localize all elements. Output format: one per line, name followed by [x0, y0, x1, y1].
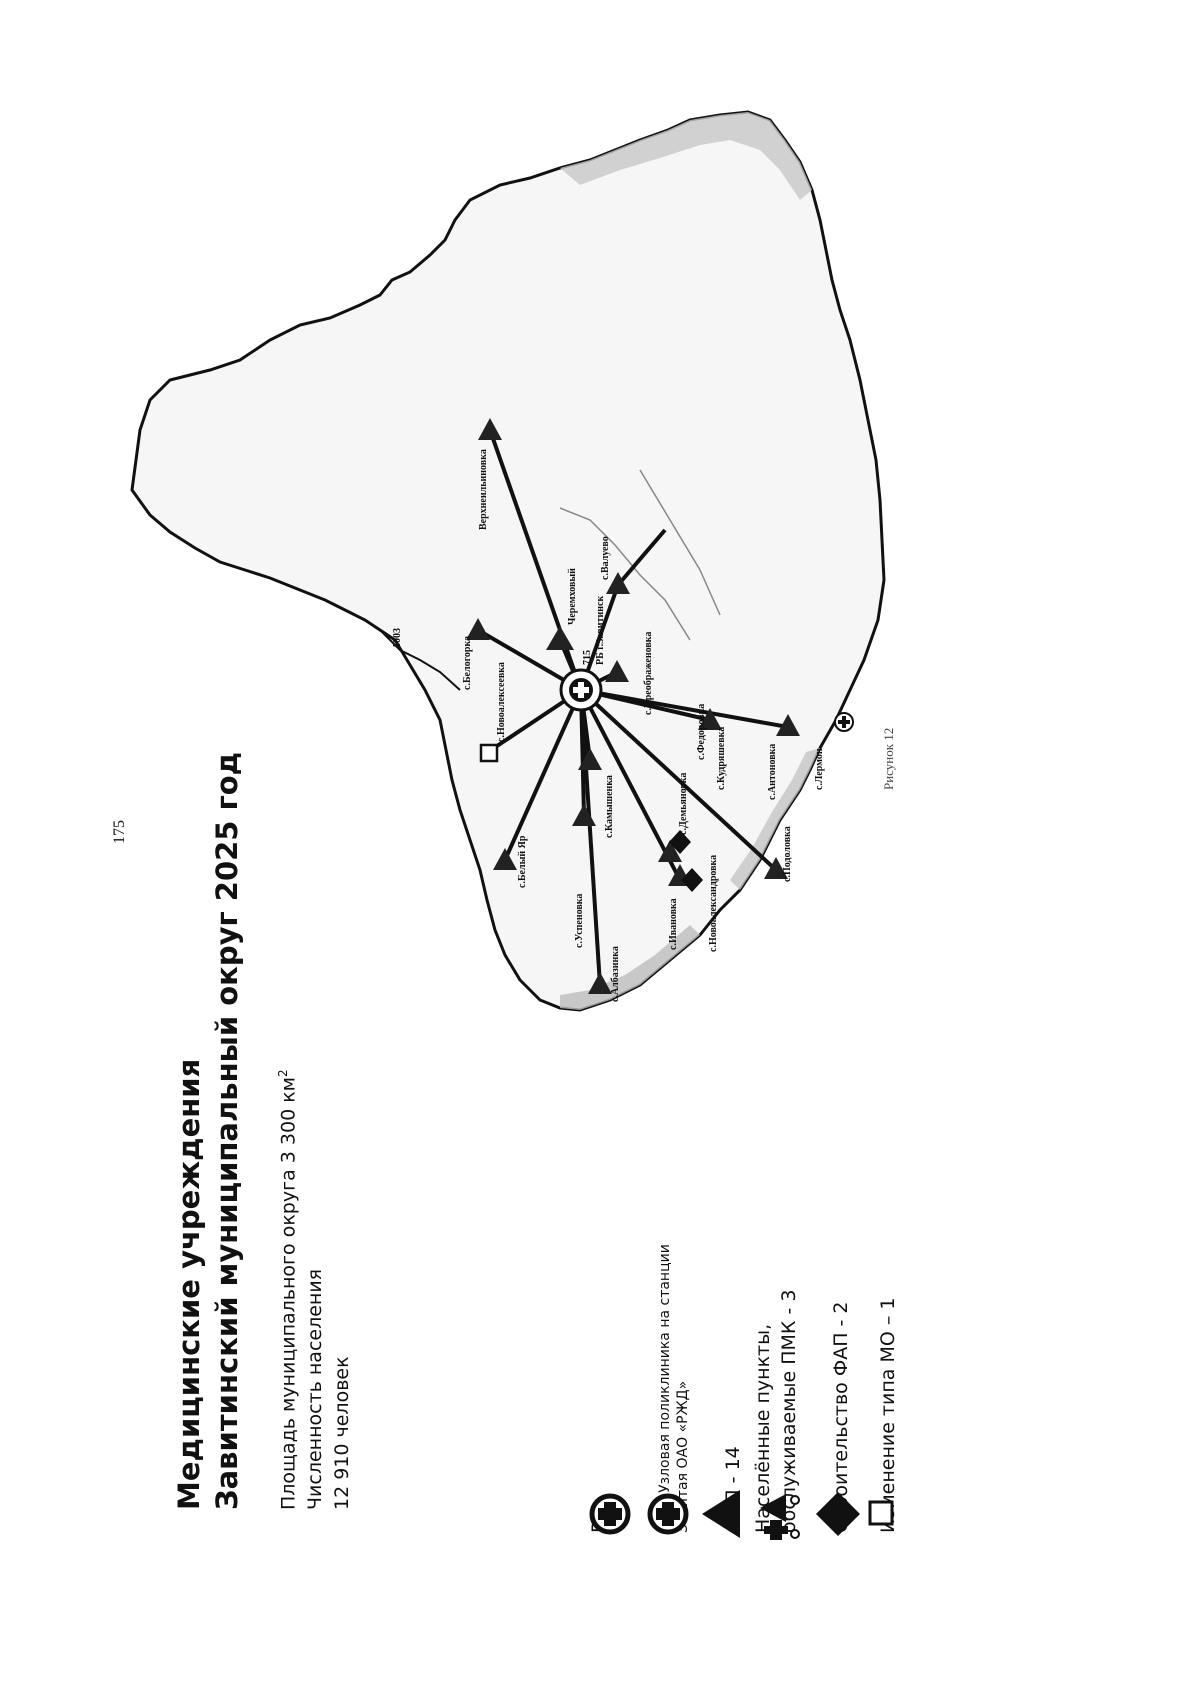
- settlement-label: с.Преображеновка: [643, 632, 654, 715]
- settlement-label: с.Валуево: [600, 536, 611, 580]
- fap-marker: [776, 714, 800, 736]
- diamond-icon: [816, 1492, 860, 1536]
- settlement-label: с.Успеновка: [574, 894, 585, 948]
- district-hospital-marker: [559, 668, 603, 712]
- fap-marker: [658, 840, 682, 862]
- mo-type-change-marker: [479, 743, 499, 763]
- settlement-label: с.Ивановка: [668, 898, 679, 950]
- settlement-label: с.Новоалексеевка: [496, 662, 507, 742]
- figure-caption: Рисунок 12: [881, 728, 896, 790]
- fap-marker: [588, 972, 612, 994]
- fap-marker: [606, 572, 630, 594]
- settlement-labels: с.Новоалексеевка с.Белый Яр с.Успеновка …: [462, 449, 825, 1002]
- fap-marker: [764, 857, 788, 879]
- settlement-label: с.Албазинка: [610, 946, 621, 1002]
- settlement-label: с.Демьяновка: [678, 773, 689, 835]
- construction-marker: [669, 830, 691, 854]
- construction-markers: [669, 830, 703, 892]
- settlement-label: с.Подоловка: [782, 826, 793, 882]
- triangle-icon: [702, 1490, 740, 1538]
- fap-marker: [493, 848, 517, 870]
- square-icon: [868, 1500, 894, 1526]
- center-code: 715: [582, 650, 593, 665]
- fap-marker: [466, 618, 490, 640]
- settlement-label: с.Федоровка: [696, 704, 707, 760]
- settlement-label: с.Антоновка: [767, 744, 778, 800]
- settlement-label: Черемховый: [567, 568, 578, 625]
- cross-circle-icon: [589, 1493, 631, 1535]
- mobile-clinic-icon: [760, 1494, 800, 1540]
- settlement-label: с.Лермон: [814, 748, 825, 790]
- center-label: РБ г.Завитинск: [595, 596, 606, 665]
- construction-marker: [681, 868, 703, 892]
- legend-icons: [589, 1490, 894, 1540]
- settlement-label: с.Камышенка: [604, 775, 615, 838]
- fap-marker: [546, 626, 574, 650]
- fap-marker: [698, 708, 722, 730]
- settlement-label: с.Белый Яр: [517, 835, 528, 888]
- railway-clinic-marker: [834, 712, 854, 732]
- cross-circle-icon: [647, 1493, 689, 1535]
- fap-marker: [478, 418, 502, 440]
- fap-marker: [605, 660, 629, 682]
- settlement-label: с.Кудряшевка: [716, 727, 727, 790]
- fap-marker: [578, 748, 602, 770]
- settlement-label: Верхнеильиновка: [478, 449, 489, 530]
- road-label: 1003: [392, 628, 403, 648]
- settlement-label: с.Новоалександровка: [708, 855, 719, 952]
- settlement-label: с.Белогорка: [462, 636, 473, 690]
- fap-marker: [572, 804, 596, 826]
